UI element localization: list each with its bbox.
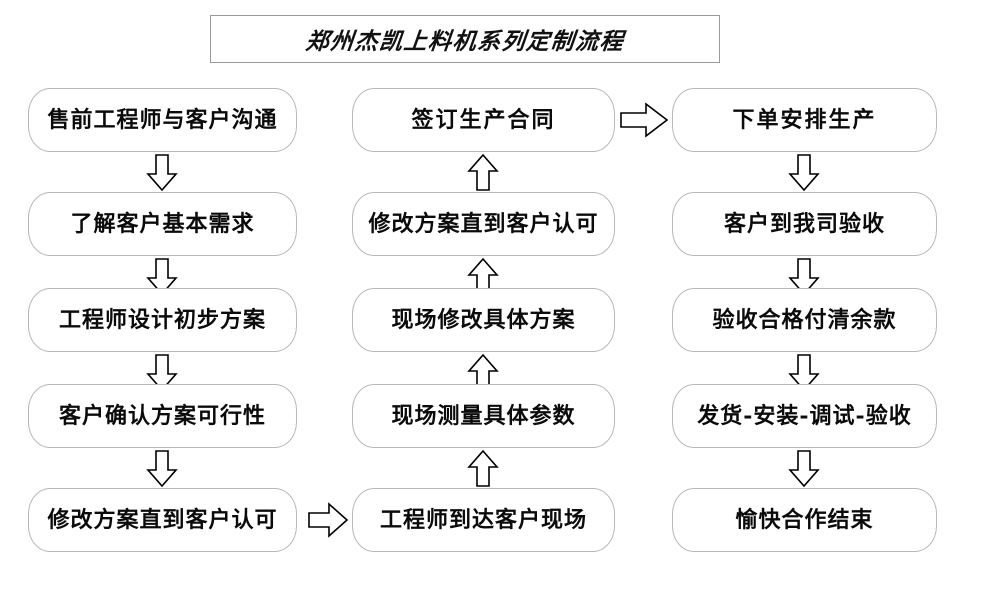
node-label: 修改方案直到客户认可 (368, 211, 599, 237)
node-label: 售前工程师与客户沟通 (47, 107, 278, 133)
node-col2-revise-until-approved[interactable]: 修改方案直到客户认可 (352, 192, 615, 256)
arrow-right-icon (308, 501, 350, 539)
arrow-down-icon (143, 450, 181, 488)
node-label: 发货-安装-调试-验收 (697, 403, 912, 429)
node-label: 工程师到达客户现场 (379, 507, 587, 533)
arrow-up-icon (464, 449, 502, 488)
node-col3-pleasant-cooperation-end[interactable]: 愉快合作结束 (672, 488, 937, 552)
node-col2-engineer-arrives-onsite[interactable]: 工程师到达客户现场 (352, 488, 615, 552)
node-col2-sign-production-contract[interactable]: 签订生产合同 (352, 88, 615, 152)
node-col1-engineer-draft-plan[interactable]: 工程师设计初步方案 (28, 288, 297, 352)
node-label: 现场测量具体参数 (391, 403, 576, 429)
node-label: 现场修改具体方案 (391, 307, 576, 333)
arrow-down-icon (143, 154, 181, 192)
node-label: 客户确认方案可行性 (58, 403, 266, 429)
node-label: 签订生产合同 (411, 107, 556, 133)
page-title: 郑州杰凯上料机系列定制流程 (304, 28, 626, 55)
node-col3-pay-balance-after-acceptance[interactable]: 验收合格付清余款 (672, 288, 937, 352)
node-label: 愉快合作结束 (735, 507, 874, 533)
node-label: 修改方案直到客户认可 (47, 507, 278, 533)
arrow-down-icon (785, 154, 823, 192)
node-col3-customer-inspection-at-our-company[interactable]: 客户到我司验收 (672, 192, 937, 256)
node-label: 验收合格付清余款 (712, 307, 897, 333)
node-label: 客户到我司验收 (723, 211, 885, 237)
arrow-down-icon (785, 258, 823, 296)
node-col3-ship-install-debug-accept[interactable]: 发货-安装-调试-验收 (672, 384, 937, 448)
node-label: 了解客户基本需求 (70, 211, 255, 237)
node-label: 下单安排生产 (732, 107, 877, 133)
node-col2-onsite-measure-parameters[interactable]: 现场测量具体参数 (352, 384, 615, 448)
node-label: 工程师设计初步方案 (58, 307, 266, 333)
node-col3-place-order-schedule-production[interactable]: 下单安排生产 (672, 88, 937, 152)
title-banner: 郑州杰凯上料机系列定制流程 (210, 15, 720, 63)
node-col1-revise-until-approved[interactable]: 修改方案直到客户认可 (28, 488, 297, 552)
arrow-right-icon (620, 101, 670, 139)
node-col1-understand-needs[interactable]: 了解客户基本需求 (28, 192, 297, 256)
arrow-down-icon (785, 450, 823, 488)
node-col2-onsite-revise-plan[interactable]: 现场修改具体方案 (352, 288, 615, 352)
arrow-down-icon (143, 258, 181, 296)
node-col1-customer-confirm-feasibility[interactable]: 客户确认方案可行性 (28, 384, 297, 448)
node-col1-presales-communication[interactable]: 售前工程师与客户沟通 (28, 88, 297, 152)
arrow-down-icon (785, 354, 823, 392)
arrow-up-icon (464, 153, 502, 192)
arrow-down-icon (143, 354, 181, 392)
